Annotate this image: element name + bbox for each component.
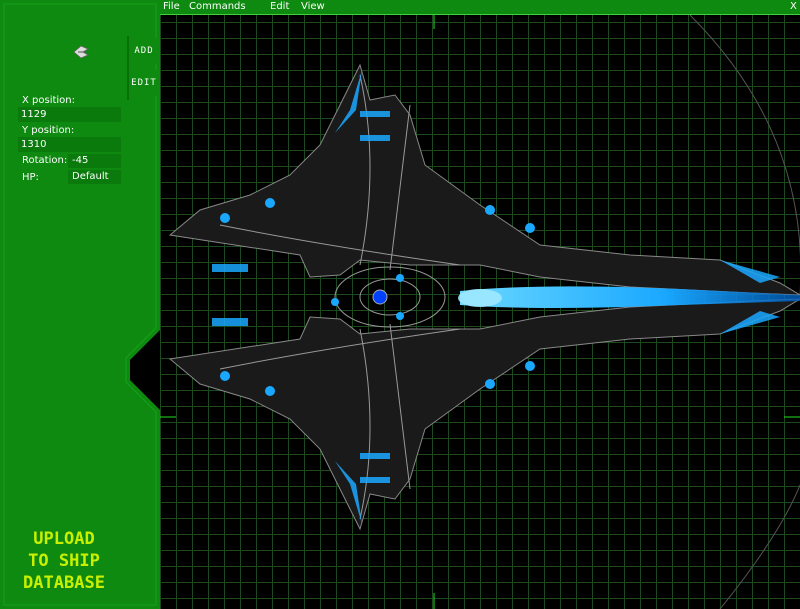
y-position-field[interactable]: 1310 [18, 137, 121, 152]
rotation-label: Rotation: [22, 155, 68, 166]
left-panel: ADD EDIT X position: 1129 Y position: 13… [0, 0, 160, 609]
upload-line-3: DATABASE [23, 573, 105, 593]
close-button[interactable]: X [790, 1, 797, 12]
upload-line-1: UPLOAD [33, 529, 95, 549]
edit-button[interactable]: EDIT [128, 70, 159, 96]
rotation-field[interactable]: -45 [68, 154, 121, 168]
menu-view[interactable]: View [301, 1, 325, 12]
menu-bar: File Commands Edit View X [160, 0, 800, 15]
upload-line-2: TO SHIP [28, 551, 100, 571]
x-position-field[interactable]: 1129 [18, 107, 121, 122]
ship-cursor-icon [73, 45, 89, 59]
upload-to-ship-database-button[interactable]: UPLOAD TO SHIP DATABASE [8, 528, 120, 594]
x-position-label: X position: [22, 95, 76, 106]
menu-edit[interactable]: Edit [270, 1, 290, 12]
ship-sprite[interactable] [168, 63, 800, 531]
y-position-label: Y position: [22, 125, 75, 136]
crosshair-marks [160, 15, 800, 609]
range-arc [689, 15, 800, 295]
panel-background [0, 0, 160, 609]
add-button[interactable]: ADD [128, 38, 159, 64]
hp-field[interactable]: Default [68, 170, 121, 184]
hp-label: HP: [22, 172, 39, 183]
menu-commands[interactable]: Commands [189, 1, 246, 12]
ship-editor-canvas[interactable] [160, 15, 800, 609]
range-arc-lower [719, 484, 800, 609]
menu-file[interactable]: File [163, 1, 180, 12]
canvas-overlay [160, 15, 800, 609]
